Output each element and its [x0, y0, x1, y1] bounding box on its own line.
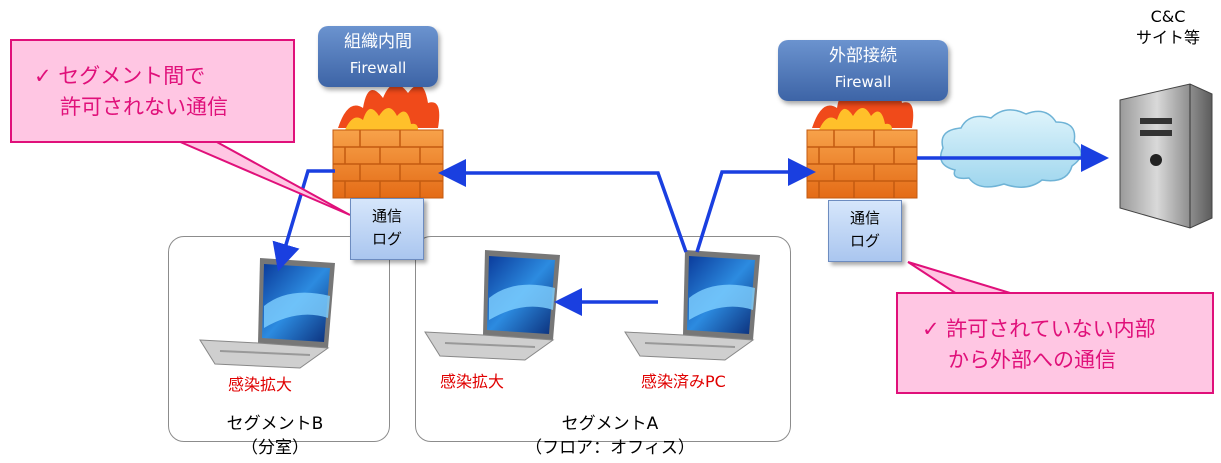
- cnc-label-line1: C&C: [1150, 7, 1186, 26]
- left-callout: ✓ セグメント間で 許可されない通信: [10, 39, 295, 143]
- arrow-infected-to-internal-fw: [438, 159, 688, 253]
- laptop-icon-infected: [624, 250, 760, 361]
- internal-firewall-icon: [332, 84, 444, 199]
- internal-firewall-subtitle: Firewall: [349, 59, 407, 77]
- right-callout-pointer: [907, 261, 1021, 297]
- internal-fw-log-line2: ログ: [371, 230, 402, 248]
- external-firewall-icon: [806, 84, 918, 199]
- internet-cloud-icon: [940, 109, 1082, 188]
- segment-a-name: セグメントA: [561, 414, 659, 434]
- segment-a-label: セグメントA （フロア：オフィス）: [505, 412, 715, 460]
- segment-a-sub: （フロア：オフィス）: [525, 438, 695, 458]
- right-callout: ✓ 許可されていない内部 から外部への通信: [896, 292, 1214, 394]
- cnc-label: C&C サイト等: [1120, 6, 1216, 48]
- laptop-icon-seg-a-1: [424, 250, 560, 361]
- cnc-server-icon: [1119, 83, 1213, 229]
- external-firewall-subtitle: Firewall: [834, 73, 892, 91]
- left-callout-pointer: [177, 140, 351, 216]
- internal-firewall-title: 組織内間: [344, 32, 412, 52]
- laptop-icon-seg-b: [199, 258, 335, 369]
- seg-b-pc-label: 感染拡大: [228, 375, 293, 394]
- left-callout-line1: セグメント間で: [58, 64, 206, 88]
- segment-b-sub: （分室）: [241, 438, 309, 458]
- external-firewall-label: 外部接続 Firewall: [778, 40, 948, 101]
- internal-fw-log-line1: 通信: [371, 207, 402, 225]
- segment-b-label: セグメントB （分室）: [200, 412, 350, 460]
- external-fw-log-line2: ログ: [849, 232, 880, 250]
- right-callout-line2: から外部への通信: [948, 348, 1116, 372]
- external-firewall-title: 外部接続: [829, 46, 897, 66]
- cnc-label-line2: サイト等: [1135, 28, 1200, 47]
- external-fw-log: 通信 ログ: [828, 200, 902, 262]
- check-icon: ✓: [34, 64, 52, 88]
- right-callout-line1: 許可されていない内部: [946, 317, 1156, 341]
- arrow-internal-fw-to-seg-b: [272, 169, 335, 272]
- internal-fw-log: 通信 ログ: [350, 198, 424, 260]
- infected-pc-label: 感染済みPC: [641, 372, 726, 391]
- seg-a-pc1-label: 感染拡大: [440, 372, 505, 391]
- internal-firewall-label: 組織内間 Firewall: [318, 26, 438, 87]
- left-callout-line2: 許可されない通信: [60, 95, 228, 119]
- external-fw-log-line1: 通信: [849, 209, 880, 227]
- segment-b-name: セグメントB: [226, 414, 324, 434]
- check-icon: ✓: [922, 317, 940, 341]
- arrow-infected-to-external-fw: [695, 158, 816, 253]
